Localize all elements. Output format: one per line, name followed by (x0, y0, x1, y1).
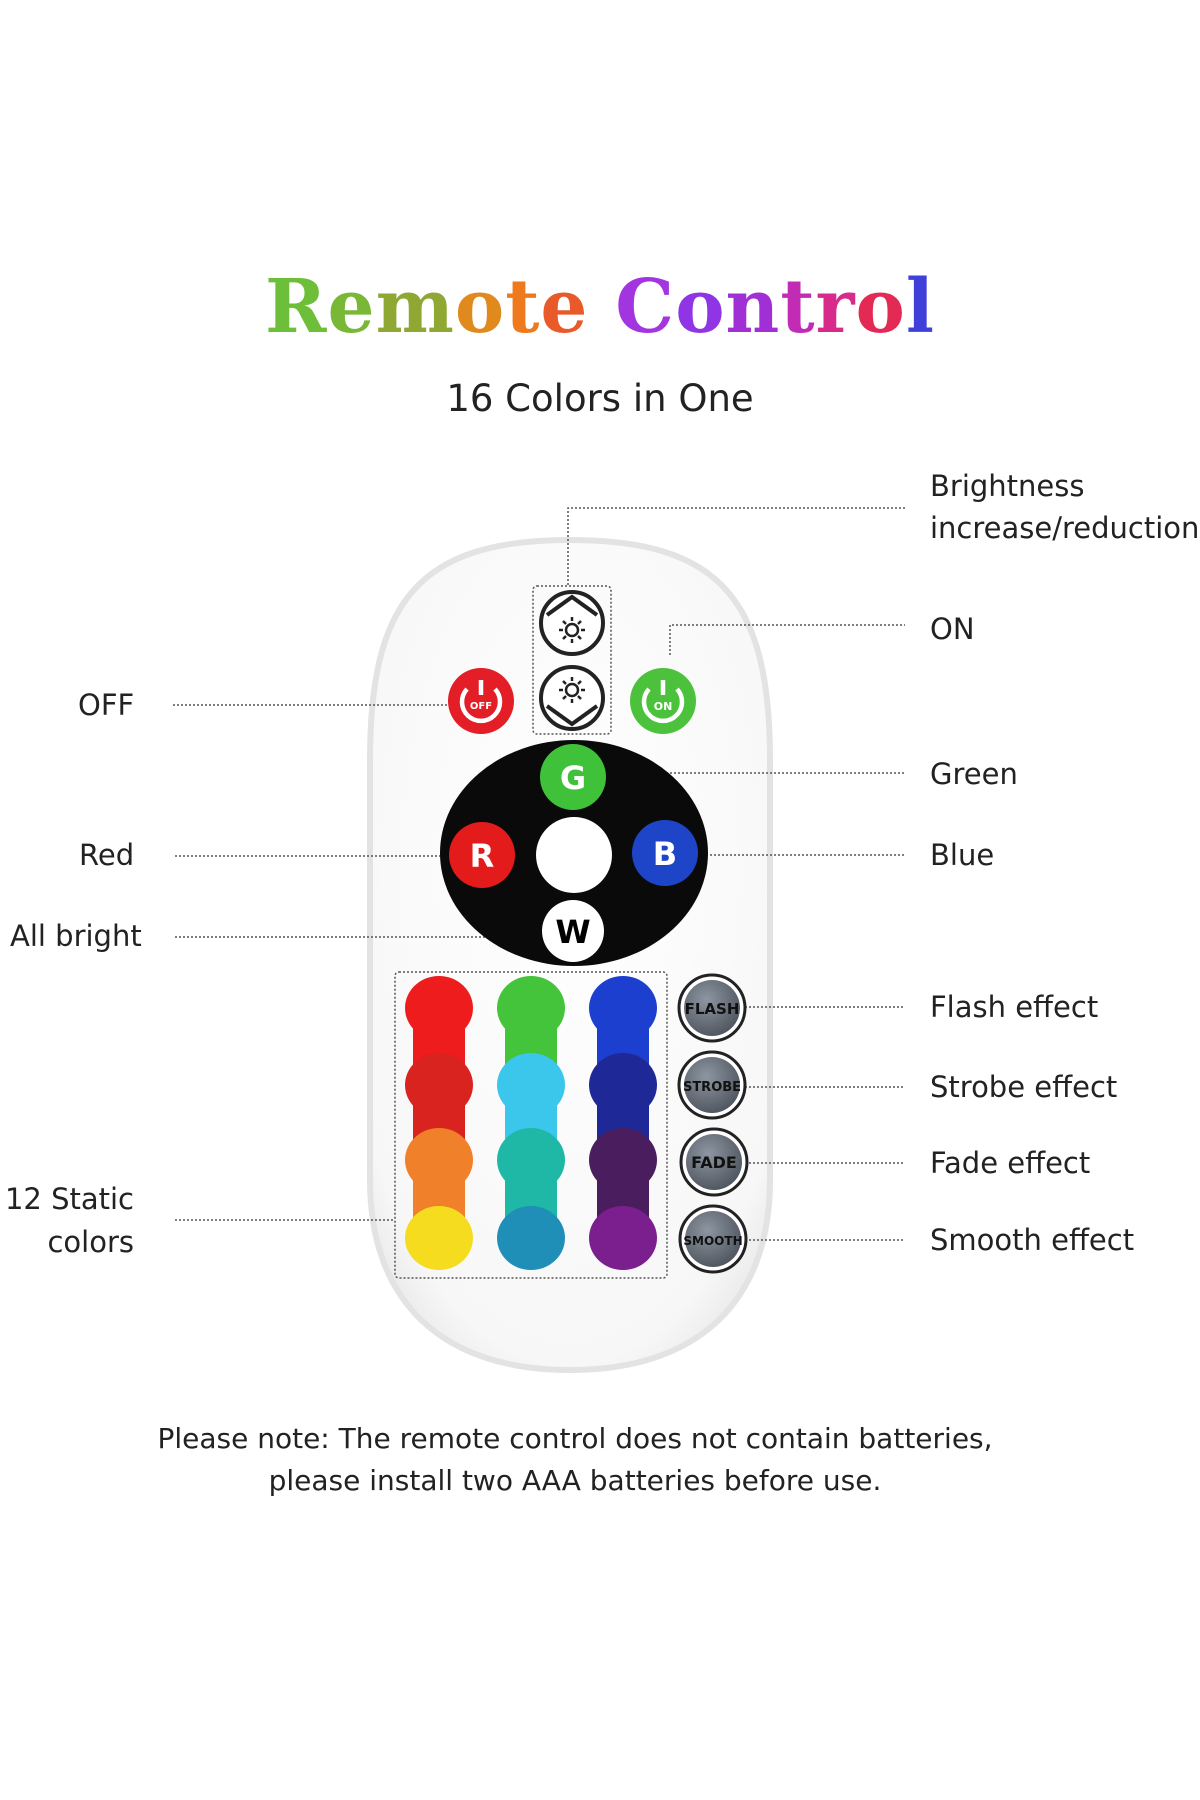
static-color-button[interactable] (497, 976, 565, 1040)
on-button-text: ON (654, 700, 673, 713)
static-color-button[interactable] (497, 1053, 565, 1117)
title-letter: e (327, 264, 376, 350)
title-letter: R (264, 264, 328, 350)
static-color-button[interactable] (589, 1206, 657, 1270)
label-brightness: Brightness (930, 469, 1085, 503)
title-letter: t (780, 264, 816, 350)
static-color-button[interactable] (497, 1128, 565, 1192)
red-button-text: R (470, 837, 495, 875)
title-letter: o (855, 264, 906, 350)
label-static-colors-line1: 12 Static (4, 1182, 134, 1216)
flash-button-text: FLASH (685, 1000, 740, 1018)
blue-button[interactable]: B (632, 820, 698, 886)
sun-icon (559, 677, 585, 703)
blue-button-text: B (653, 835, 677, 873)
title-letter: t (505, 264, 541, 350)
static-color-button[interactable] (589, 1053, 657, 1117)
strobe-button-text: STROBE (683, 1080, 741, 1095)
static-color-button[interactable] (405, 1206, 473, 1270)
smooth-button-text: SMOOTH (683, 1234, 742, 1248)
center-button[interactable] (536, 817, 612, 893)
flash-button[interactable]: FLASH (677, 973, 747, 1043)
sun-icon (559, 617, 585, 643)
battery-note-line2: please install two AAA batteries before … (268, 1464, 882, 1497)
brightness-down-button[interactable] (539, 665, 605, 731)
static-color-button[interactable] (497, 1206, 565, 1270)
title-letter: n (725, 264, 781, 350)
battery-note: Please note: The remote control does not… (0, 1418, 1150, 1502)
title-letter: l (905, 264, 936, 350)
label-off: OFF (78, 688, 135, 722)
smooth-button[interactable]: SMOOTH (678, 1204, 748, 1274)
label-strobe-effect: Strobe effect (930, 1070, 1118, 1104)
label-blue: Blue (930, 838, 995, 872)
red-button[interactable]: R (449, 822, 515, 888)
label-green: Green (930, 757, 1018, 791)
static-color-grid (405, 976, 657, 1270)
fade-button-text: FADE (691, 1153, 737, 1172)
label-fade-effect: Fade effect (930, 1146, 1091, 1180)
static-color-button[interactable] (589, 976, 657, 1040)
label-red: Red (79, 838, 135, 872)
label-flash-effect: Flash effect (930, 990, 1099, 1024)
label-all-bright: All bright (10, 919, 142, 953)
off-button-text: OFF (470, 701, 492, 712)
static-grid-frame (394, 971, 668, 1279)
brightness-group-frame (532, 585, 612, 735)
leader-on (669, 624, 905, 655)
static-color-button[interactable] (405, 976, 473, 1040)
white-button[interactable]: W (542, 900, 604, 962)
static-color-button[interactable] (405, 1053, 473, 1117)
green-button-text: G (560, 759, 586, 797)
label-brightness-line2: increase/reduction (930, 511, 1200, 545)
leader-brightness (567, 507, 905, 585)
strobe-button[interactable]: STROBE (677, 1050, 747, 1120)
on-button[interactable]: ON (630, 668, 696, 734)
label-static-colors-line2: colors (47, 1225, 134, 1259)
page-title: Remote Control (0, 270, 1200, 344)
static-color-button[interactable] (405, 1128, 473, 1192)
title-letter: m (375, 264, 455, 350)
label-on: ON (930, 612, 975, 646)
title-letter: o (454, 264, 506, 350)
static-color-button[interactable] (589, 1128, 657, 1192)
off-button[interactable]: OFF (448, 668, 514, 734)
title-letter: C (615, 264, 676, 350)
battery-note-line1: Please note: The remote control does not… (157, 1422, 993, 1455)
brightness-up-button[interactable] (539, 590, 605, 656)
title-letter: o (675, 264, 726, 350)
page-subtitle: 16 Colors in One (446, 377, 754, 420)
title-letter: e (540, 264, 589, 350)
title-letter: r (815, 264, 856, 350)
label-smooth-effect: Smooth effect (930, 1223, 1135, 1257)
green-button[interactable]: G (540, 744, 606, 810)
fade-button[interactable]: FADE (679, 1127, 749, 1197)
white-button-text: W (555, 913, 590, 951)
